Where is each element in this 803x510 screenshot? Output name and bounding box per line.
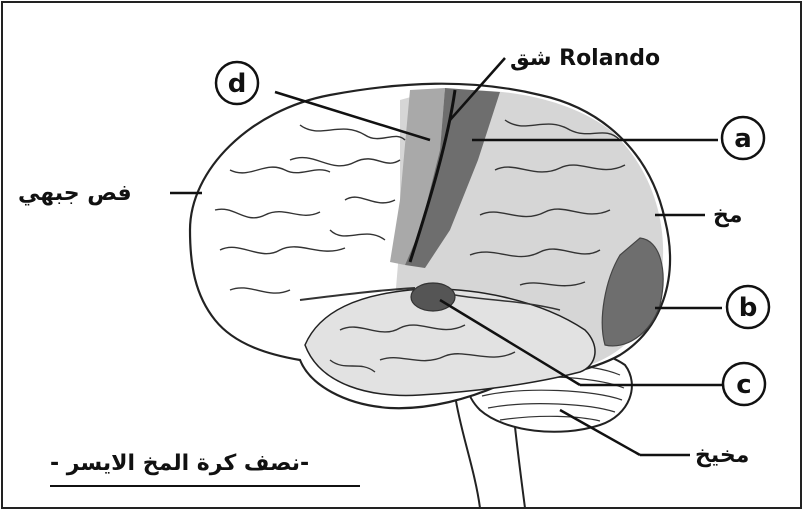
caption: - نصف كرة المخ الايسر- (50, 451, 309, 476)
svg-text:a: a (734, 124, 752, 154)
svg-text:b: b (739, 293, 758, 323)
brain-label: مخ (713, 203, 742, 228)
lobe-label: فص جبهي (18, 181, 132, 206)
svg-text:d: d (228, 69, 247, 99)
marker-b: b (727, 286, 769, 328)
marker-a: a (722, 117, 764, 159)
sulcus-label: شق Rolando (510, 46, 660, 71)
svg-text:c: c (736, 370, 751, 400)
cerebellum-label: مخيخ (695, 443, 749, 468)
marker-d: d (216, 62, 258, 104)
marker-c: c (723, 363, 765, 405)
